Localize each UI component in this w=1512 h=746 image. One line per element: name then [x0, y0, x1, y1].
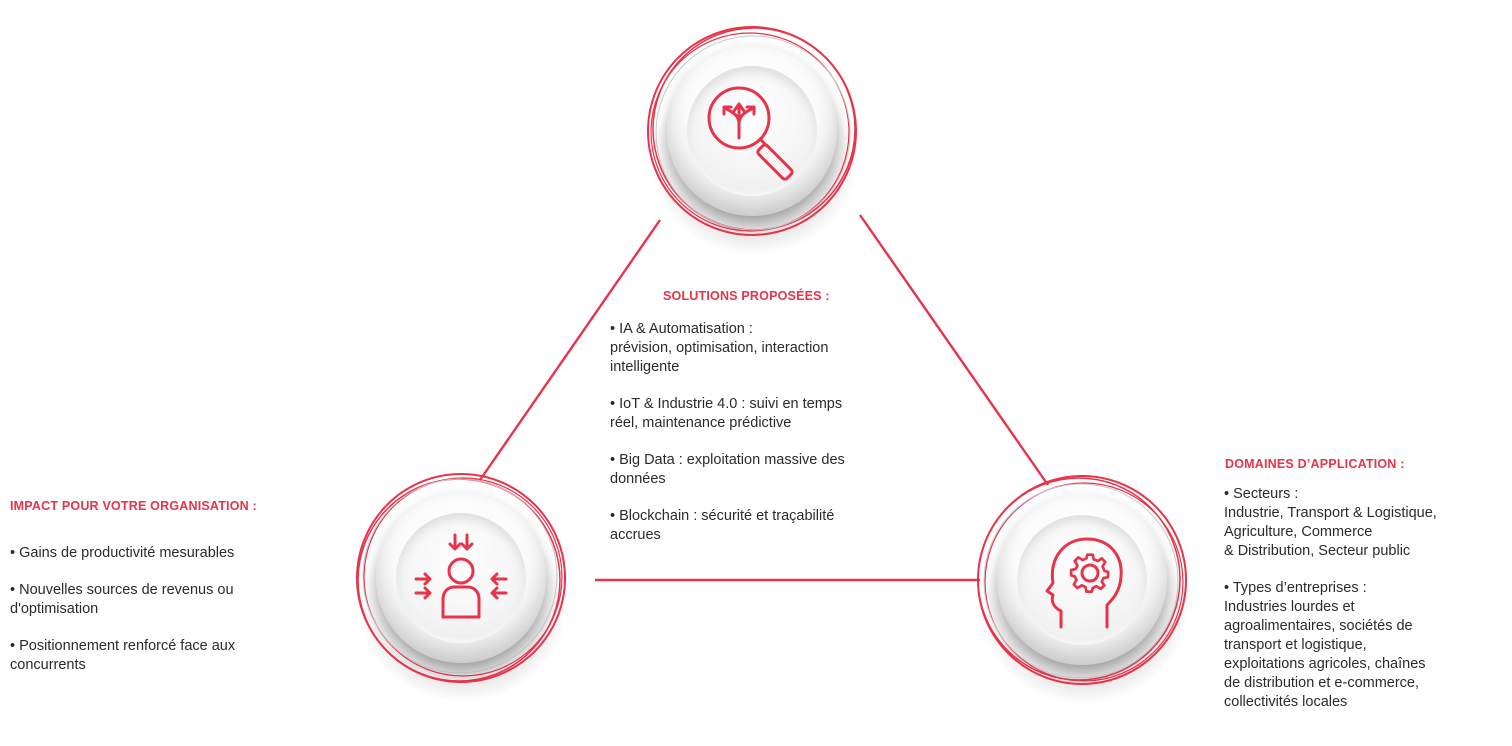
list-item: • Secteurs : Industrie, Transport & Logi…	[1224, 486, 1437, 559]
impact-list: • Gains de productivité mesurables • Nou…	[10, 544, 340, 693]
person-arrows-icon	[414, 533, 508, 619]
list-item: • Positionnement renforcé face aux concu…	[10, 638, 236, 673]
node-rings	[356, 473, 566, 683]
list-item: • Nouvelles sources de revenus ou d'opti…	[10, 582, 234, 617]
node-inner-disc	[687, 66, 817, 196]
list-item: • Big Data : exploitation massive des do…	[610, 452, 845, 487]
list-item: • Gains de productivité mesurables	[10, 545, 235, 561]
list-item: • Types d’entreprises : Industries lourd…	[1224, 580, 1426, 710]
node-inner-disc	[1017, 515, 1147, 645]
node-rings	[977, 475, 1187, 685]
connector-top-right	[859, 214, 1049, 486]
list-item: • IoT & Industrie 4.0 : suivi en temps r…	[610, 396, 843, 431]
list-item: • IA & Automatisation : prévision, optim…	[610, 321, 829, 375]
domains-heading: DOMAINES D’APPLICATION :	[1225, 457, 1405, 471]
list-item: • Blockchain : sécurité et traçabilité a…	[610, 508, 835, 543]
solutions-heading: SOLUTIONS PROPOSÉES :	[663, 289, 830, 303]
node-domains	[977, 475, 1189, 705]
solutions-list: • IA & Automatisation : prévision, optim…	[610, 320, 950, 563]
head-gear-icon	[1045, 537, 1123, 629]
node-rings	[647, 26, 857, 236]
node-solutions	[647, 26, 859, 256]
connector-top-left	[479, 219, 661, 481]
node-impact	[356, 473, 568, 703]
search-decision-icon	[707, 86, 794, 181]
impact-heading: IMPACT POUR VOTRE ORGANISATION :	[10, 499, 257, 513]
domains-list: • Secteurs : Industrie, Transport & Logi…	[1224, 485, 1509, 712]
